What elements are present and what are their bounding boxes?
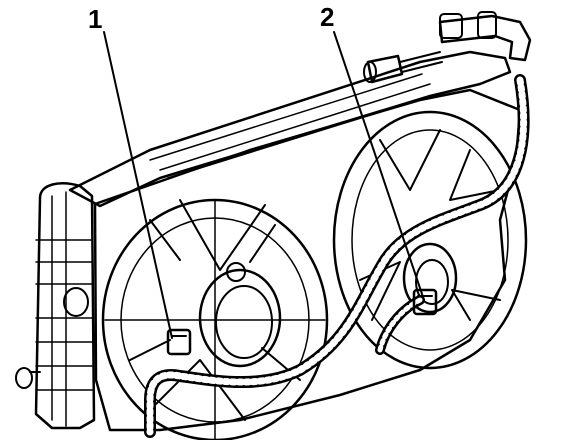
cooler-line-fittings (363, 11, 532, 84)
callout-2-label: 2 (320, 2, 334, 32)
right-fan-connector (412, 288, 438, 316)
right-fan-motor (402, 242, 458, 314)
callout-2-leader (333, 31, 425, 301)
left-fan-motor (198, 262, 282, 368)
right-cooling-fan (332, 110, 528, 370)
callout-1-leader (103, 31, 173, 339)
callout-1-label: 1 (88, 4, 102, 34)
radiator-side-tank (15, 182, 96, 430)
left-fan-connector (166, 328, 192, 356)
left-cooling-fan (101, 198, 329, 440)
radiator-upper-tank (68, 50, 512, 208)
